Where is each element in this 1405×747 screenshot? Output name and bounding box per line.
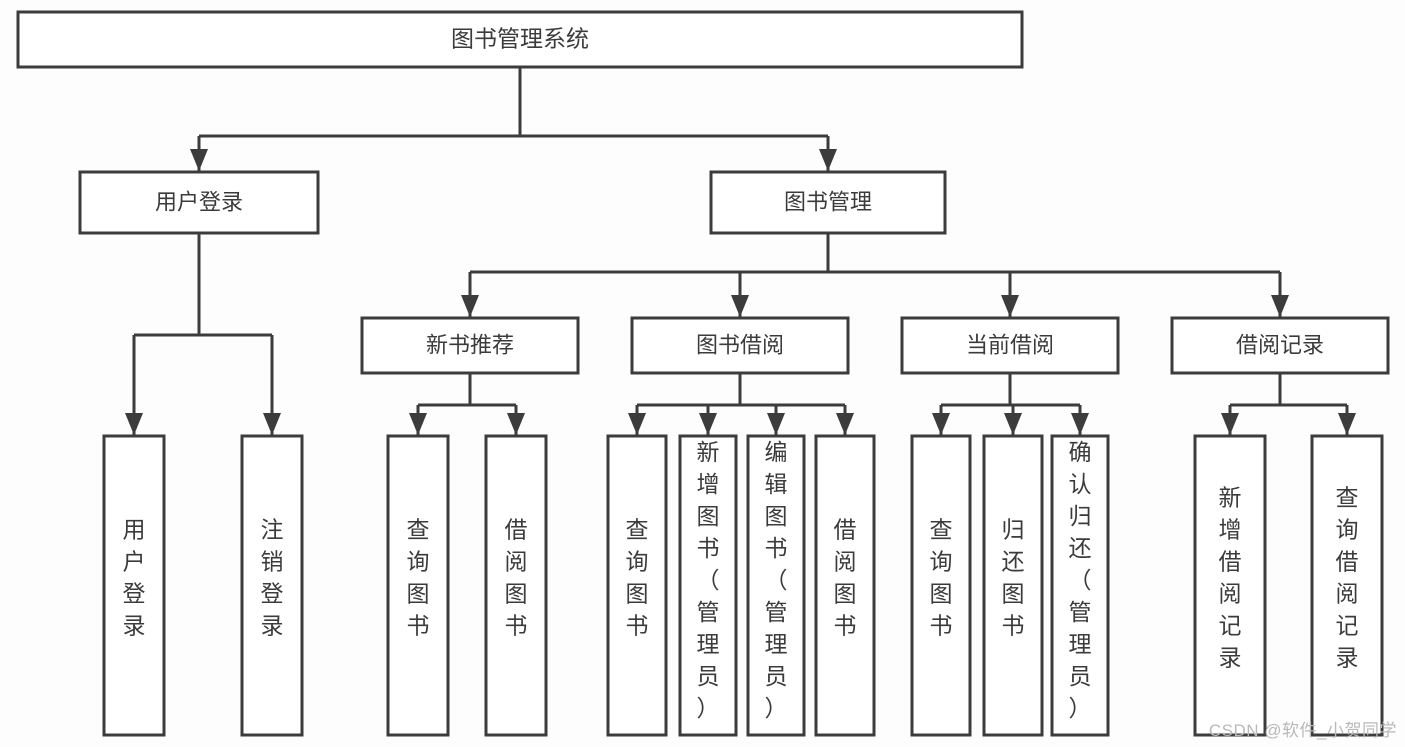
node-label-new-book-recommend: 新书推荐 (426, 332, 514, 357)
node-label-leaf-borrow-book-1: 借阅图书 (505, 517, 528, 639)
node-label-root: 图书管理系统 (451, 26, 589, 52)
userlogin-to-leaves-arrow-1 (263, 413, 281, 435)
current-borrow-to-leaves-arrow-1 (1004, 413, 1022, 435)
node-box-borrow-record (1170, 316, 1390, 375)
node-leaf-return-book[interactable]: 归还图书 (982, 434, 1044, 737)
node-leaf-confirm-return[interactable]: 确认归还（管理员） (1050, 434, 1110, 737)
node-box-leaf-logout-login (240, 434, 304, 737)
node-box-leaf-query-book-2 (606, 434, 668, 737)
node-leaf-query-book-3[interactable]: 查询图书 (910, 434, 972, 737)
root-to-level1-arrow-1 (819, 149, 837, 171)
current-borrow-to-leaves-arrow-0 (932, 413, 950, 435)
node-label-leaf-query-book-2: 查询图书 (626, 517, 649, 639)
bookmanage-to-level2-arrow-0 (461, 295, 479, 317)
node-label-leaf-query-book-3: 查询图书 (930, 517, 953, 639)
borrow-record-to-leaves-arrow-0 (1221, 413, 1239, 435)
book-borrow-to-leaves-arrow-2 (767, 413, 785, 435)
node-label-leaf-confirm-return: 确认归还（管理员） (1069, 439, 1092, 721)
node-label-book-borrow: 图书借阅 (696, 332, 784, 357)
connector-layer (125, 67, 1356, 435)
book-borrow-to-leaves-arrow-1 (699, 413, 717, 435)
node-current-borrow[interactable]: 当前借阅 (900, 316, 1120, 375)
node-book-manage[interactable]: 图书管理 (709, 170, 947, 235)
node-label-current-borrow: 当前借阅 (966, 332, 1054, 357)
node-label-leaf-add-record: 新增借阅记录 (1219, 485, 1242, 671)
node-box-leaf-edit-book (746, 434, 806, 737)
node-box-book-manage (709, 170, 947, 235)
bookmanage-to-level2-arrow-3 (1271, 295, 1289, 317)
bookmanage-to-level2-arrow-2 (1001, 295, 1019, 317)
node-root[interactable]: 图书管理系统 (16, 10, 1024, 69)
node-box-book-borrow (630, 316, 850, 375)
userlogin-to-leaves-arrow-0 (125, 413, 143, 435)
node-box-leaf-return-book (982, 434, 1044, 737)
node-box-root (16, 10, 1024, 69)
node-label-leaf-logout-login: 注销登录 (261, 517, 284, 639)
node-label-leaf-query-book-1: 查询图书 (407, 517, 430, 639)
node-label-leaf-return-book: 归还图书 (1002, 517, 1025, 639)
node-box-leaf-add-book (678, 434, 738, 737)
node-leaf-edit-book[interactable]: 编辑图书（管理员） (746, 434, 806, 737)
node-leaf-borrow-book-2[interactable]: 借阅图书 (814, 434, 876, 737)
node-new-book-recommend[interactable]: 新书推荐 (360, 316, 580, 375)
new-book-recommend-to-leaves-arrow-0 (409, 413, 427, 435)
node-borrow-record[interactable]: 借阅记录 (1170, 316, 1390, 375)
node-label-book-manage: 图书管理 (784, 189, 872, 214)
watermark-label: CSDN @软件_小贺同学 (1208, 721, 1397, 740)
node-label-leaf-query-record: 查询借阅记录 (1336, 485, 1359, 671)
current-borrow-to-leaves-arrow-2 (1071, 413, 1089, 435)
node-leaf-logout-login[interactable]: 注销登录 (240, 434, 304, 737)
node-leaf-user-login[interactable]: 用户登录 (102, 434, 166, 737)
node-box-new-book-recommend (360, 316, 580, 375)
node-box-leaf-query-record (1310, 434, 1384, 737)
node-leaf-query-book-2[interactable]: 查询图书 (606, 434, 668, 737)
node-box-current-borrow (900, 316, 1120, 375)
book-borrow-to-leaves-arrow-0 (628, 413, 646, 435)
node-box-leaf-query-book-1 (386, 434, 450, 737)
root-to-level1-arrow-0 (190, 149, 208, 171)
node-leaf-query-book-1[interactable]: 查询图书 (386, 434, 450, 737)
node-leaf-add-record[interactable]: 新增借阅记录 (1193, 434, 1267, 737)
book-borrow-to-leaves-arrow-3 (836, 413, 854, 435)
node-box-leaf-confirm-return (1050, 434, 1110, 737)
borrow-record-to-leaves-arrow-1 (1338, 413, 1356, 435)
node-label-leaf-edit-book: 编辑图书（管理员） (765, 439, 788, 721)
bookmanage-to-level2-arrow-1 (731, 295, 749, 317)
node-box-leaf-borrow-book-1 (484, 434, 548, 737)
node-label-leaf-user-login: 用户登录 (123, 517, 146, 639)
node-box-leaf-user-login (102, 434, 166, 737)
node-box-leaf-borrow-book-2 (814, 434, 876, 737)
node-box-leaf-add-record (1193, 434, 1267, 737)
node-book-borrow[interactable]: 图书借阅 (630, 316, 850, 375)
node-label-leaf-borrow-book-2: 借阅图书 (834, 517, 857, 639)
new-book-recommend-to-leaves-arrow-1 (507, 413, 525, 435)
node-label-borrow-record: 借阅记录 (1236, 332, 1324, 357)
node-label-user-login: 用户登录 (155, 189, 243, 214)
node-box-leaf-query-book-3 (910, 434, 972, 737)
node-leaf-add-book[interactable]: 新增图书（管理员） (678, 434, 738, 737)
node-leaf-query-record[interactable]: 查询借阅记录 (1310, 434, 1384, 737)
node-leaf-borrow-book-1[interactable]: 借阅图书 (484, 434, 548, 737)
node-layer: 图书管理系统用户登录图书管理新书推荐图书借阅当前借阅借阅记录用户登录注销登录查询… (16, 10, 1390, 737)
node-user-login[interactable]: 用户登录 (78, 170, 320, 235)
node-label-leaf-add-book: 新增图书（管理员） (697, 439, 720, 721)
node-box-user-login (78, 170, 320, 235)
